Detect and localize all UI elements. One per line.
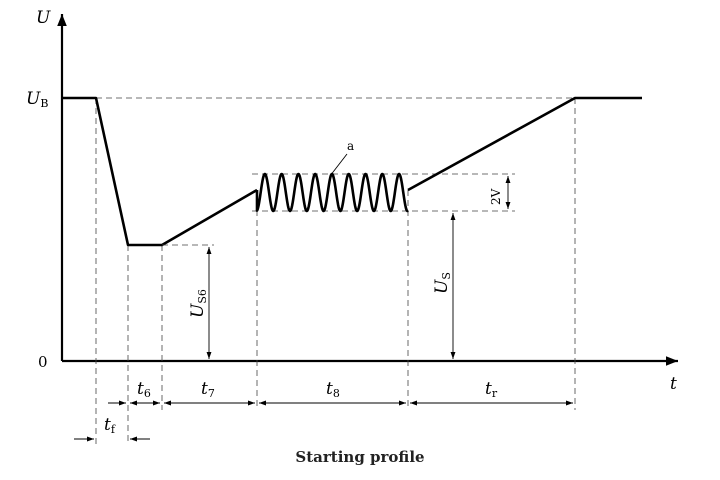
annotation-a-label: a [347, 139, 354, 153]
profile-curve-segments [62, 96, 258, 247]
annotation-a-leader [329, 153, 348, 177]
profile-curve-ramp [407, 96, 642, 192]
ripple-oscillation [255, 172, 409, 213]
tf-label: tf [104, 415, 116, 436]
origin-label: 0 [38, 353, 48, 371]
t6-label: t6 [137, 379, 151, 400]
x-axis-label: t [670, 374, 677, 394]
ub-label: UB [26, 89, 48, 110]
us6-label: US6 [188, 289, 209, 318]
two-v-label: 2V [489, 188, 503, 205]
y-axis-label: U [36, 8, 51, 28]
us-label: US [432, 272, 453, 294]
t7-label: t7 [201, 379, 215, 400]
tr-label: tr [485, 379, 498, 400]
diagram-caption: Starting profile [295, 448, 424, 466]
t8-label: t8 [326, 379, 340, 400]
